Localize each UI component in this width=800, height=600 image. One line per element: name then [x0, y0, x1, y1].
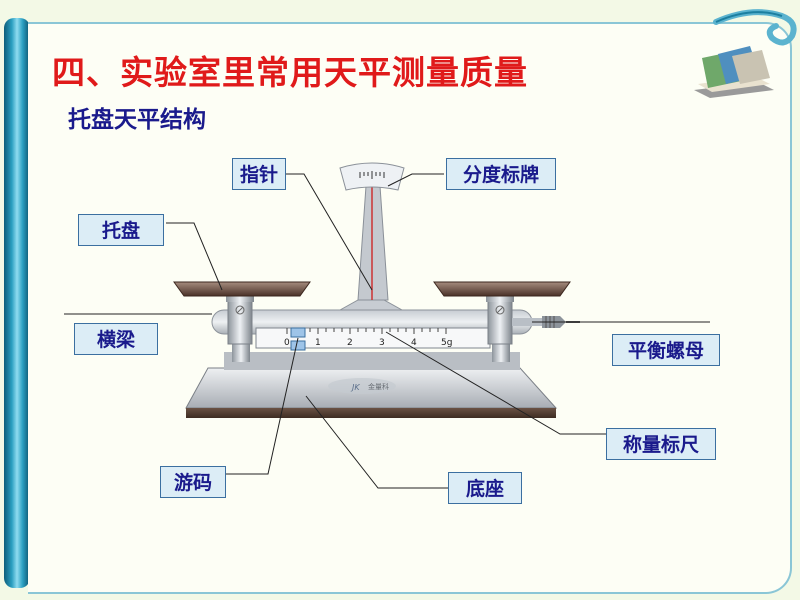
ruler-tick-label: 5g — [441, 338, 452, 348]
books-icon — [694, 46, 774, 98]
scroll-rod-decoration — [4, 18, 30, 588]
ruler-tick-label: 4 — [411, 338, 417, 348]
svg-text:JK: JK — [350, 383, 360, 392]
ruler-tick-label: 3 — [379, 338, 385, 348]
ruler-tick-label: 1 — [315, 338, 321, 348]
ruler-tick-label: 0 — [284, 338, 290, 348]
label-pointer: 指针 — [232, 158, 286, 190]
right-knuckle — [487, 299, 513, 345]
label-base: 底座 — [448, 472, 522, 504]
page-title: 四、实验室里常用天平测量质量 — [52, 53, 528, 92]
pointer-needle — [357, 185, 389, 301]
ruler-tick-label: 2 — [347, 338, 353, 348]
label-scale-plate: 分度标牌 — [446, 158, 556, 190]
right-tray — [433, 281, 571, 302]
scroll-curl-icon — [713, 9, 797, 46]
rider-slider — [290, 327, 306, 351]
page-subtitle: 托盘天平结构 — [68, 107, 206, 133]
right-leg — [492, 340, 510, 362]
beam: 0 1 2 3 4 5g — [211, 299, 533, 349]
left-leg — [232, 340, 250, 362]
label-tray: 托盘 — [78, 214, 164, 246]
scale-plate — [339, 162, 405, 191]
left-tray — [173, 281, 311, 302]
svg-text:金量科: 金量科 — [368, 382, 389, 391]
left-knuckle — [227, 299, 253, 345]
label-beam: 横梁 — [74, 323, 158, 355]
label-rider: 游码 — [160, 466, 226, 498]
label-rider-scale: 称量标尺 — [606, 428, 716, 460]
content-panel — [28, 22, 792, 594]
label-balance-nut: 平衡螺母 — [612, 334, 720, 366]
leader-lines — [64, 173, 710, 489]
